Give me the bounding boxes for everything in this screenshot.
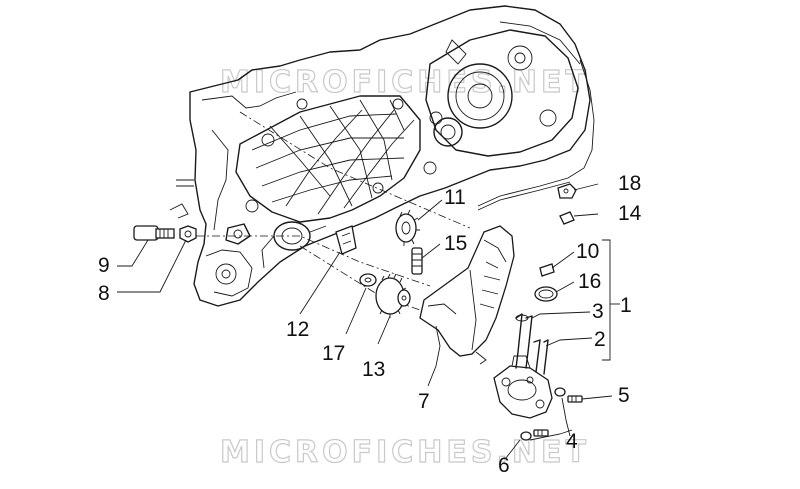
part-10-clip (539, 263, 555, 277)
callout-10: 10 (576, 240, 599, 263)
assembly-axis-lower (196, 235, 431, 287)
part-8-nut (179, 225, 197, 243)
part-11-gear (395, 209, 420, 246)
callout-6: 6 (498, 454, 510, 477)
part-12-plate (335, 225, 357, 255)
callout-7: 7 (418, 390, 430, 413)
callout-17: 17 (322, 342, 345, 365)
callout-16: 16 (578, 270, 601, 293)
part-16-clamp (534, 286, 558, 302)
part-6-bolt (533, 429, 549, 437)
part-5-bolt (567, 395, 583, 403)
assembly-axis-upper (239, 111, 471, 229)
part-13-gear (375, 273, 411, 318)
part-17-washer (359, 273, 377, 287)
callout-13: 13 (362, 358, 385, 381)
callout-labels: 1 2 3 4 5 6 7 8 9 10 11 12 13 14 15 16 1… (98, 172, 642, 477)
callout-5: 5 (618, 384, 630, 407)
part-14-screw (559, 211, 575, 225)
leader-lines (117, 183, 613, 459)
callout-8: 8 (98, 282, 110, 305)
part-15-bearing (411, 247, 423, 275)
part-3-hose (515, 313, 533, 369)
callout-14: 14 (618, 202, 642, 225)
callout-4: 4 (566, 430, 578, 453)
callout-3: 3 (592, 300, 604, 323)
callout-18: 18 (618, 172, 641, 195)
callout-2: 2 (594, 328, 606, 351)
callout-12: 12 (286, 318, 309, 341)
part-2-hose (533, 339, 549, 375)
part-4-washer-upper (554, 387, 566, 397)
part-9-stud (133, 225, 175, 241)
part-4-washer-lower (520, 431, 532, 441)
callout-15: 15 (444, 232, 467, 255)
callout-9: 9 (98, 254, 110, 277)
callout-1: 1 (620, 294, 632, 317)
bracket-item-1 (602, 239, 611, 361)
callout-11: 11 (444, 186, 466, 209)
part-18-clip (557, 183, 577, 199)
watermark-top: MICROFICHES.NET (220, 65, 590, 100)
watermark-bottom: MICROFICHES.NET (220, 435, 590, 470)
part-7-cover (419, 225, 515, 365)
crankcase-housing (169, 5, 595, 307)
part-1-oil-pump (493, 355, 553, 419)
